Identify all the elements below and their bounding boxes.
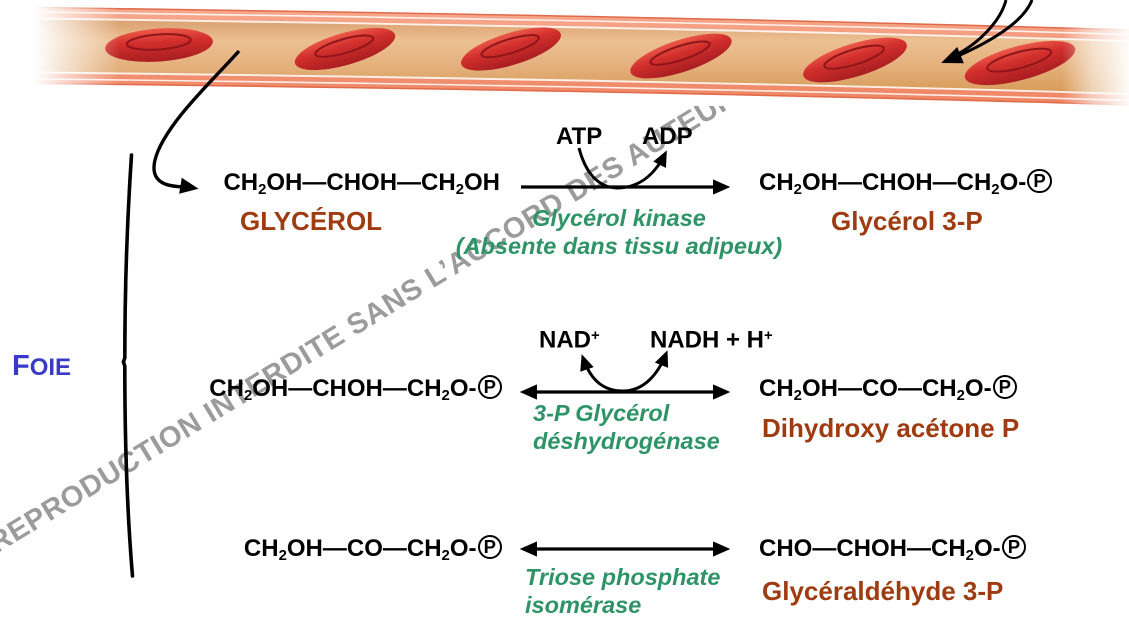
vessel-left-fade — [0, 0, 120, 118]
reaction2-cofactor-arc — [580, 350, 669, 393]
subscript: 2 — [278, 548, 287, 565]
row3-product-formula: CHO—CHOH—CH2O-P — [759, 534, 1027, 571]
row2-substrate-formula: CH2OH—CHOH—CH2O-P — [209, 374, 502, 411]
row2-product-formula: CH2OH—CO—CH2O-P — [759, 374, 1018, 411]
red-blood-cell — [461, 27, 561, 71]
row1-substrate-name: GLYCÉROL — [240, 206, 383, 236]
into-vessel-arrow-left — [953, 0, 1008, 58]
row2-enzyme-label: 3-P Glycérol déshydrogénase — [533, 399, 720, 455]
row1-cofactor-left: ATP — [556, 123, 603, 150]
into-vessel-arrows — [941, 0, 1034, 64]
vessel-lumen-top-edge — [0, 17, 1129, 42]
row3-enzyme-line2: isomérase — [525, 592, 642, 618]
blood-vessel-illustration — [0, 0, 1129, 118]
row3-product-name: Glycéraldéhyde 3-P — [762, 576, 1004, 606]
subscript: 2 — [455, 182, 464, 199]
row3-enzyme-line1: Triose phosphate — [525, 564, 721, 590]
row1-cofactor-right: ADP — [642, 123, 693, 150]
row1-product-formula: CH2OH—CHOH—CH2O-P — [759, 168, 1052, 205]
subscript: 2 — [793, 182, 802, 199]
subscript: 2 — [793, 388, 802, 405]
reaction1-cofactor-arc — [577, 147, 667, 190]
row1-enzyme-line2: (Absente dans tissu adipeux) — [455, 233, 783, 259]
circled-phosphate-icon: P — [477, 534, 502, 559]
red-blood-cells — [105, 27, 1076, 86]
organ-label-foie: FOIE — [12, 349, 71, 385]
vessel-lumen-bottom-edge — [0, 71, 1129, 95]
vessel-right-fade — [1062, 0, 1129, 118]
row2-product-name: Dihydroxy acétone P — [762, 413, 1020, 443]
red-blood-cell — [630, 33, 732, 79]
subscript: 2 — [965, 548, 974, 565]
organ-label-rest: OIE — [29, 354, 72, 381]
row3-enzyme-label: Triose phosphate isomérase — [525, 563, 720, 619]
red-blood-cell — [294, 27, 396, 71]
into-vessel-arrow-right — [941, 0, 1034, 64]
row1-enzyme-label: Glycérol kinase (Absente dans tissu adip… — [456, 204, 782, 260]
subscript: 2 — [258, 182, 267, 199]
red-blood-cell — [803, 37, 907, 83]
subscript: 2 — [243, 388, 253, 405]
row2-cofactor-left: NAD+ — [539, 326, 600, 354]
row2-enzyme-line1: 3-P Glycérol — [533, 400, 670, 426]
superscript: + — [764, 328, 773, 344]
row1-enzyme-line1: Glycérol kinase — [532, 205, 706, 231]
vessel-wall-top-highlight — [0, 10, 1129, 36]
subscript: 2 — [441, 388, 450, 405]
row3-substrate-formula: CH2OH—CO—CH2O-P — [244, 534, 502, 571]
organ-label-lead: F — [12, 350, 30, 382]
subscript: 2 — [956, 388, 965, 405]
row1-substrate-formula: CH2OH—CHOH—CH2OH — [223, 169, 500, 199]
circled-phosphate-icon: P — [1001, 534, 1027, 559]
red-blood-cell — [964, 40, 1076, 86]
row1-product-name: Glycérol 3-P — [831, 206, 983, 236]
subscript: 2 — [441, 548, 450, 565]
subscript: 2 — [991, 182, 1000, 199]
circled-phosphate-icon: P — [992, 374, 1018, 399]
circled-phosphate-icon: P — [1027, 168, 1052, 193]
vessel-to-glycerol-arrow — [152, 49, 241, 194]
liver-brace — [121, 153, 135, 578]
superscript: + — [591, 328, 600, 344]
vessel-wall-bottom-highlight — [0, 77, 1129, 102]
circled-phosphate-icon: P — [477, 374, 502, 399]
row2-enzyme-line2: déshydrogénase — [533, 428, 720, 454]
red-blood-cell — [105, 28, 213, 62]
row2-cofactor-right: NADH + H+ — [650, 326, 773, 354]
